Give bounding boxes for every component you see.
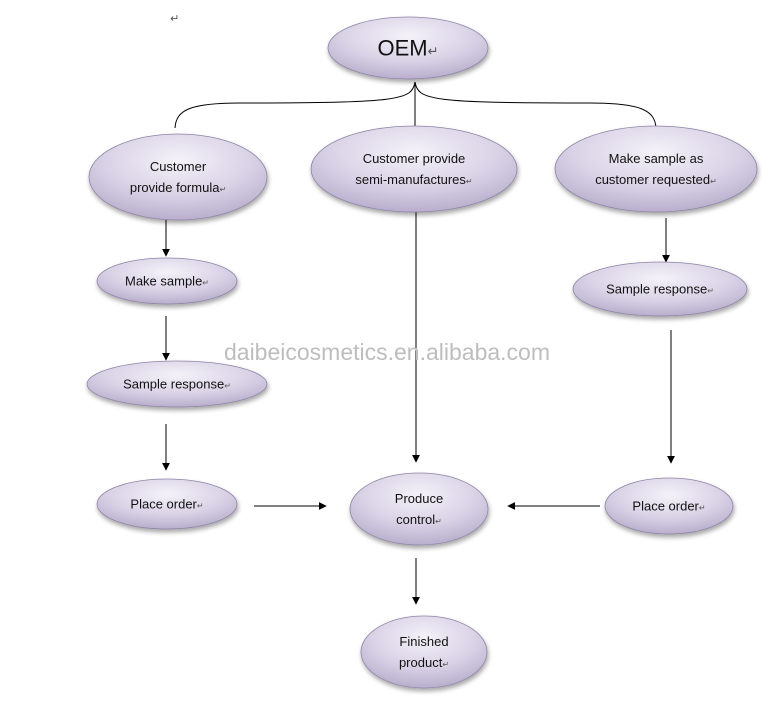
customer-formula-ellipse (88, 133, 268, 221)
semi-manufactures-ellipse (310, 125, 518, 213)
sample-response-right-label-line-1: Sample response↵ (606, 282, 714, 297)
semi-manufactures-node: Customer provide semi-manufactures↵ (310, 125, 518, 213)
place-order-left-ellipse (96, 478, 238, 530)
connector-oem-left (174, 81, 416, 129)
make-sample-requested-ellipse (554, 125, 758, 213)
finished-product-node: Finished product↵ (360, 615, 488, 689)
paragraph-mark: ↵ (707, 287, 714, 296)
place-order-left-node: Place order↵ (96, 478, 238, 530)
paragraph-mark: ↵ (435, 517, 442, 526)
finished-product-ellipse (360, 615, 488, 689)
customer-formula-label-line-1: Customer (150, 159, 207, 174)
semi-manufactures-label-line-2: semi-manufactures↵ (355, 172, 472, 187)
make-sample-ellipse (96, 257, 238, 305)
customer-formula-node: Customer provide formula↵ (88, 133, 268, 221)
watermark-text: daibeicosmetics.en.alibaba.com (224, 339, 550, 365)
sample-response-left-label-line-1: Sample response↵ (123, 377, 231, 392)
make-sample-label-line-1: Make sample↵ (125, 274, 209, 289)
produce-control-ellipse (349, 472, 489, 546)
paragraph-mark: ↵ (197, 502, 204, 511)
place-order-right-label-line-1: Place order↵ (632, 499, 705, 514)
place-order-right-node: Place order↵ (604, 477, 734, 535)
finished-product-label-line-2: product↵ (399, 655, 449, 670)
sample-response-right-node: Sample response↵ (572, 261, 748, 317)
connector-oem-right (414, 81, 657, 129)
paragraph-mark: ↵ (466, 177, 473, 186)
paragraph-mark: ↵ (442, 660, 449, 669)
produce-control-label-line-2: control↵ (396, 512, 442, 527)
make-sample-requested-node: Make sample as customer requested↵ (554, 125, 758, 213)
sample-response-left-node: Sample response↵ (86, 360, 268, 408)
produce-control-label-line-1: Produce (395, 491, 443, 506)
oem-ellipse (327, 16, 489, 80)
place-order-left-label-line-1: Place order↵ (130, 497, 203, 512)
place-order-right-ellipse (604, 477, 734, 535)
oem-node: OEM↵ (327, 16, 489, 80)
paragraph-mark: ↵ (699, 504, 706, 513)
paragraph-mark: ↵ (202, 279, 209, 288)
produce-control-node: Produce control↵ (349, 472, 489, 546)
make-sample-node: Make sample↵ (96, 257, 238, 305)
paragraph-mark: ↵ (428, 45, 439, 60)
make-sample-requested-label-line-2: customer requested↵ (595, 172, 717, 187)
finished-product-label-line-1: Finished (399, 634, 448, 649)
stray-paragraph-mark: ↵ (170, 12, 179, 25)
make-sample-requested-label-line-1: Make sample as (609, 151, 704, 166)
sample-response-right-ellipse (572, 261, 748, 317)
paragraph-mark: ↵ (224, 382, 231, 391)
paragraph-mark: ↵ (710, 177, 717, 186)
paragraph-mark: ↵ (219, 185, 226, 194)
sample-response-left-ellipse (86, 360, 268, 408)
customer-formula-label-line-2: provide formula↵ (130, 180, 226, 195)
semi-manufactures-label-line-1: Customer provide (363, 151, 466, 166)
